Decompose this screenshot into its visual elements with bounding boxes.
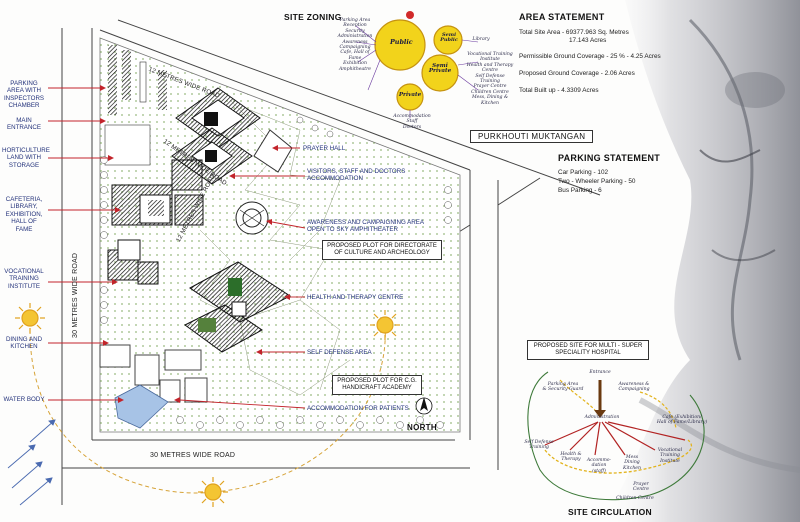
area-statement-title: AREA STATEMENT xyxy=(519,12,605,22)
circ-admin: Administration xyxy=(584,415,620,420)
vocational-blocks xyxy=(107,239,159,285)
area-total-site: Total Site Area - 69377.963 Sq. Metres xyxy=(519,29,629,36)
label-arrows-left xyxy=(48,87,118,401)
label-prayer-hall: PRAYER HALL xyxy=(303,145,346,152)
label-self-defense: SELF DEFENSE AREA xyxy=(307,349,372,356)
circ-cafe: Cafe (Exhibition/ Hall of Fame/Library) xyxy=(656,415,708,426)
area-proposed-coverage: Proposed Ground Coverage - 2.06 Acres xyxy=(519,70,635,77)
parking-statement-title: PARKING STATEMENT xyxy=(558,153,661,163)
north-arrow-icon xyxy=(415,397,433,415)
tree-row xyxy=(100,116,452,429)
zoning-private: Private xyxy=(398,92,422,98)
zoning-private-items: Accommodation Staff Doctors xyxy=(393,114,431,130)
north-label: NORTH xyxy=(407,423,437,432)
sun-icon xyxy=(15,303,400,507)
label-health-centre: HEALTH AND THERAPY CENTRE xyxy=(307,294,404,301)
parking-two-wheeler: Two - Wheeler Parking - 50 xyxy=(558,178,636,185)
plot-box-handicraft: PROPOSED PLOT FOR C.G. HANDICRAFT ACADEM… xyxy=(332,375,422,396)
zoning-semi-private: Semi Private xyxy=(428,63,452,75)
parking-grid xyxy=(108,45,167,115)
circ-self-defense: Self Defense Training xyxy=(524,440,554,451)
circ-parking: Parking Area & Security Guard xyxy=(542,382,584,393)
road-label-bottom: 30 METRES WIDE ROAD xyxy=(150,452,236,459)
circ-accommodation: Accommo- dation (staff) xyxy=(586,458,612,474)
project-name-box: PURKHOUTI MUKTANGAN xyxy=(470,130,594,144)
circ-health: Health & Therapy xyxy=(560,452,582,463)
dining-blocks xyxy=(99,344,208,403)
label-horticulture: HORTICULTURE LAND WITH STORAGE xyxy=(2,147,50,169)
area-total-built-up: Total Built up - 4.3309 Acres xyxy=(519,87,599,94)
zoning-semi-items: Vocational Training Institute Health and… xyxy=(466,52,514,106)
area-permissible-coverage: Permissible Ground Coverage - 25 % - 4.2… xyxy=(519,53,661,60)
circ-mess: Mess Dining Kitchen xyxy=(623,455,641,471)
amphitheatre xyxy=(235,201,269,235)
label-arrowheads-left xyxy=(100,85,124,403)
accommodation-blocks xyxy=(171,87,293,185)
water-body-shape xyxy=(114,384,169,429)
circ-awareness: Awareness & Campaigning xyxy=(618,382,650,393)
zoning-public-items: Parking Area Reception Security Administ… xyxy=(337,18,373,72)
circ-entrance: Entrance xyxy=(589,370,611,375)
plot-box-culture: PROPOSED PLOT FOR DIRECTORATE OF CULTURE… xyxy=(322,240,442,261)
parking-car: Car Parking - 102 xyxy=(558,169,609,176)
zoning-public: Public xyxy=(390,38,413,46)
label-parking-area: PARKING AREA WITH INSPECTORS CHAMBER xyxy=(3,80,45,110)
circ-prayer: Prayer Centre xyxy=(633,482,649,493)
plot-box-hospital: PROPOSED SITE FOR MULTI - SUPER SPECIALI… xyxy=(527,340,649,361)
zoning-bubbles xyxy=(355,11,479,118)
area-total-acres: 17.143 Acres xyxy=(569,37,607,44)
label-water-body: WATER BODY xyxy=(3,396,45,403)
road-lines xyxy=(61,19,601,505)
label-awareness-area: AWARENESS AND CAMPAIGNING AREA OPEN TO S… xyxy=(307,219,424,234)
label-visitors-accommodation: VISITORS, STAFF AND DOCTORS ACCOMMODATIO… xyxy=(307,168,406,183)
health-centre-block xyxy=(184,261,291,353)
label-arrows-right xyxy=(179,147,306,409)
wind-arrow-icon xyxy=(7,419,56,506)
label-cafeteria: CAFETERIA, LIBRARY, EXHIBITION, HALL OF … xyxy=(5,196,43,233)
circulation-diagram xyxy=(527,371,705,501)
site-zoning-title: SITE ZONING xyxy=(284,12,342,22)
label-dining: DINING AND KITCHEN xyxy=(5,336,43,351)
circ-children: Children Centre xyxy=(616,496,654,501)
site-circulation-title: SITE CIRCULATION xyxy=(568,507,652,517)
label-main-entrance: MAIN ENTRANCE xyxy=(6,117,42,132)
circ-vocational: Vocational Training Institute xyxy=(657,448,683,464)
zoning-semi-public: Semi Public xyxy=(440,32,458,44)
zoning-library: Library xyxy=(472,37,490,42)
cafeteria-blocks xyxy=(104,124,204,226)
label-arrowheads-right xyxy=(174,145,290,403)
label-vocational: VOCATIONAL TRAINING INSTITUTE xyxy=(4,268,44,290)
road-label-left: 30 METRES WIDE ROAD xyxy=(72,252,79,338)
label-patient-accommodation: ACCOMMODATION FOR PATIENTS xyxy=(307,405,409,412)
parking-bus: Bus Parking - 6 xyxy=(558,187,602,194)
